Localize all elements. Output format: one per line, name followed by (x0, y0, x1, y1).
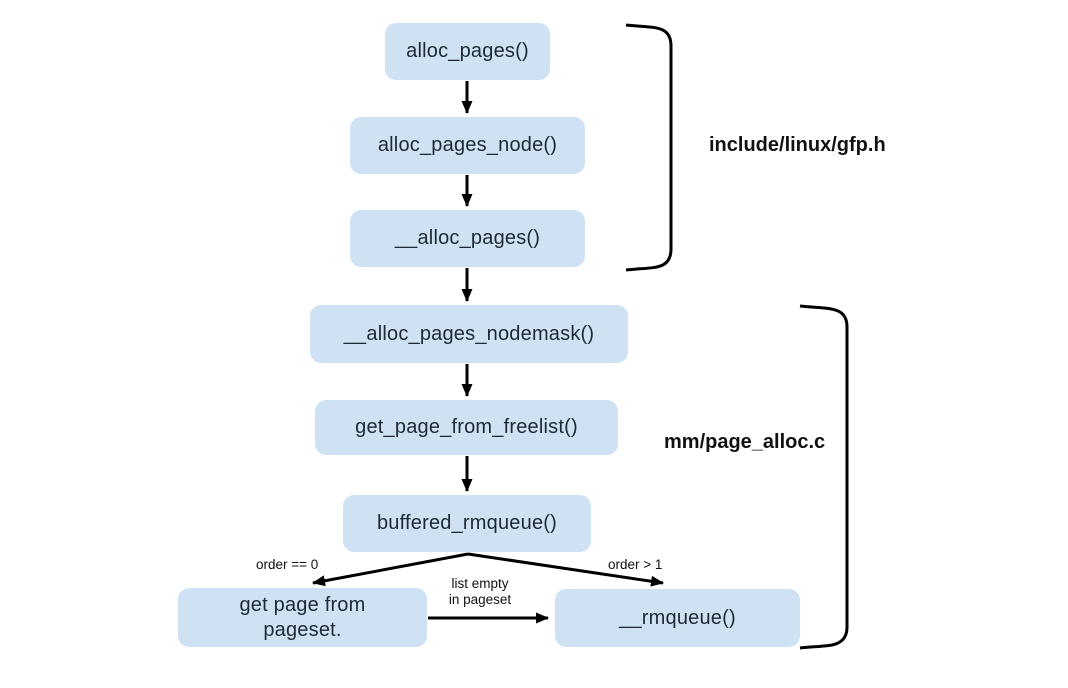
edge-label-list-empty: list empty in pageset (448, 576, 512, 607)
arrow-order-gt-1 (467, 552, 664, 587)
edge-label-order-gt-1: order > 1 (608, 557, 663, 572)
group-label-gfp-h: include/linux/gfp.h (709, 134, 886, 156)
node-alloc-pages-node: alloc_pages_node() (350, 117, 585, 174)
bracket-gfp-h (625, 23, 673, 272)
node-alloc-pages-nodemask: __alloc_pages_nodemask() (310, 305, 628, 363)
node-alloc-pages: alloc_pages() (385, 23, 550, 80)
bracket-page-alloc-c (799, 304, 849, 650)
arrow-order-eq-0 (312, 552, 469, 587)
group-label-page-alloc-c: mm/page_alloc.c (664, 431, 826, 453)
edge-label-order-eq-0: order == 0 (256, 557, 319, 572)
node-alloc-pages-internal: __alloc_pages() (350, 210, 585, 267)
node-rmqueue: __rmqueue() (555, 589, 800, 647)
node-get-page-from-pageset: get page from pageset. (178, 588, 427, 647)
node-get-page-from-freelist: get_page_from_freelist() (315, 400, 618, 455)
node-buffered-rmqueue: buffered_rmqueue() (343, 495, 591, 552)
